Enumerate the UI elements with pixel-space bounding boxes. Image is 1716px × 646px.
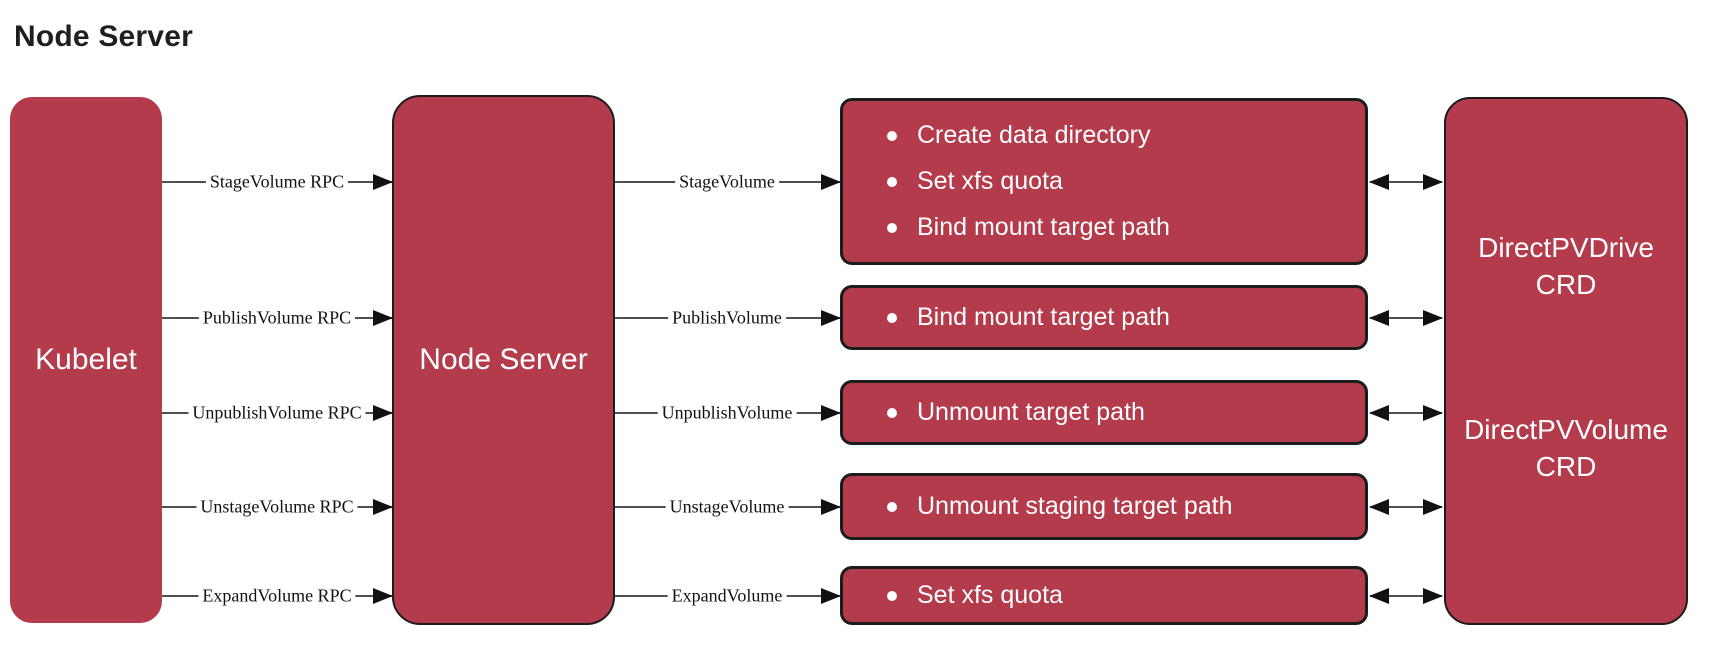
crd-drive-label: DirectPVDrive CRD (1478, 232, 1654, 300)
page-title: Node Server (14, 20, 193, 53)
action-box-expand-volume: Set xfs quota (840, 566, 1368, 625)
action-item-row: Set xfs quota (843, 573, 1365, 619)
node-node-server: Node Server (392, 95, 615, 625)
arrow-label-stage-volume: StageVolume (675, 171, 779, 193)
action-item: Unmount target path (917, 398, 1145, 426)
action-item: Set xfs quota (917, 581, 1063, 609)
node-server-label: Node Server (419, 343, 588, 376)
bullet-icon (887, 407, 897, 418)
arrow-label-expand-volume: ExpandVolume (667, 585, 787, 607)
node-crd: DirectPVDrive CRD DirectPVVolume CRD (1444, 97, 1688, 625)
action-item-row: Bind mount target path (843, 295, 1365, 341)
bullet-icon (887, 176, 897, 187)
action-box-unstage-volume: Unmount staging target path (840, 473, 1368, 540)
bullet-icon (887, 590, 897, 601)
action-item-row: Unmount target path (843, 390, 1365, 436)
arrow-label-unpublish-volume-rpc: UnpublishVolume RPC (188, 402, 366, 424)
action-box-stage-volume: Create data directory Set xfs quota Bind… (840, 98, 1368, 265)
action-box-unpublish-volume: Unmount target path (840, 380, 1368, 445)
action-item-row: Set xfs quota (843, 159, 1365, 205)
arrow-label-publish-volume: PublishVolume (668, 307, 786, 329)
kubelet-label: Kubelet (35, 343, 137, 376)
arrow-label-publish-volume-rpc: PublishVolume RPC (198, 307, 356, 329)
crd-volume-label: DirectPVVolume CRD (1464, 414, 1668, 482)
node-kubelet: Kubelet (10, 97, 162, 623)
action-item: Bind mount target path (917, 213, 1170, 241)
action-item-row: Unmount staging target path (843, 484, 1365, 530)
action-item-row: Bind mount target path (843, 205, 1365, 251)
bullet-icon (887, 222, 897, 233)
action-item: Unmount staging target path (917, 492, 1233, 520)
arrow-label-unstage-volume-rpc: UnstageVolume RPC (196, 496, 358, 518)
arrow-label-expand-volume-rpc: ExpandVolume RPC (198, 585, 356, 607)
action-item: Create data directory (917, 121, 1151, 149)
action-box-publish-volume: Bind mount target path (840, 285, 1368, 350)
bullet-icon (887, 501, 897, 512)
bullet-icon (887, 130, 897, 141)
arrow-label-stage-volume-rpc: StageVolume RPC (205, 171, 349, 193)
arrow-label-unstage-volume: UnstageVolume (665, 496, 789, 518)
action-item: Bind mount target path (917, 303, 1170, 331)
bullet-icon (887, 312, 897, 323)
arrow-label-unpublish-volume: UnpublishVolume (657, 402, 797, 424)
action-item: Set xfs quota (917, 167, 1063, 195)
action-item-row: Create data directory (843, 113, 1365, 159)
